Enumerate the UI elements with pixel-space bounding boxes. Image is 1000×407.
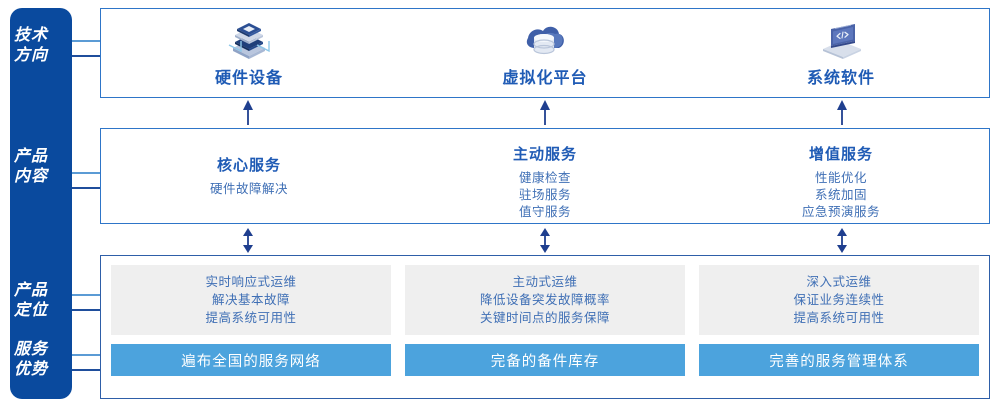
connector-tech-upper (72, 40, 102, 42)
tech-label-system-software: 系统软件 (806, 70, 875, 87)
sidebar-item-service-advantage[interactable]: 服务 优势 (0, 340, 62, 380)
content-item: 值守服务 (518, 205, 571, 219)
connector-position-lower (72, 309, 102, 311)
connector-advantage-upper (72, 354, 102, 356)
sidebar-item-product-position[interactable]: 产品 定位 (0, 281, 62, 321)
content-title-core-service: 核心服务 (216, 157, 281, 174)
section-product-content: 核心服务 硬件故障解决 主动服务 健康检查 驻场服务 值守服务 增值服务 性能优… (100, 128, 990, 224)
content-column-core-service[interactable]: 核心服务 硬件故障解决 (101, 129, 397, 223)
cloud-database-icon (515, 18, 575, 62)
sidebar-label-line2: 优势 (13, 361, 48, 378)
sidebar-item-tech-direction[interactable]: 技术 方向 (0, 26, 62, 66)
connector-position-upper (72, 294, 102, 296)
content-item: 应急预演服务 (801, 205, 880, 219)
arrow-up-icon-virtualization (538, 100, 552, 131)
advantage-bar-spare-parts[interactable]: 完备的备件库存 (405, 344, 685, 376)
sidebar-label-line1: 产品 (13, 282, 48, 299)
tech-label-hardware: 硬件设备 (214, 70, 283, 87)
sidebar-label-line2: 内容 (13, 168, 48, 185)
content-item: 健康检查 (518, 171, 571, 185)
position-card-line: 降低设备突发故障概率 (479, 293, 610, 307)
position-card-line: 关键时间点的服务保障 (479, 311, 610, 325)
sidebar-label-line2: 定位 (13, 302, 48, 319)
connector-advantage-lower (72, 369, 102, 371)
content-title-value-added-service: 增值服务 (808, 146, 873, 163)
sidebar-item-product-content[interactable]: 产品 内容 (0, 147, 62, 187)
sidebar (10, 8, 72, 399)
advantage-bar-service-network[interactable]: 遍布全国的服务网络 (111, 344, 391, 376)
sidebar-label-line1: 产品 (13, 148, 48, 165)
position-card-realtime[interactable]: 实时响应式运维 解决基本故障 提高系统可用性 (111, 265, 391, 335)
connector-tech-lower (72, 55, 102, 57)
tech-column-virtualization[interactable]: 虚拟化平台 (397, 9, 693, 97)
content-item: 硬件故障解决 (209, 182, 288, 196)
tech-column-system-software[interactable]: 系统软件 (693, 9, 989, 97)
arrow-up-icon-hardware (241, 100, 255, 131)
server-stack-icon (219, 18, 279, 62)
laptop-code-icon (811, 18, 871, 62)
position-card-line: 实时响应式运维 (205, 275, 297, 289)
arrow-up-down-icon-proactive (538, 228, 552, 258)
advantage-bar-row: 遍布全国的服务网络 完备的备件库存 完善的服务管理体系 (111, 344, 979, 376)
tech-column-hardware[interactable]: 硬件设备 (101, 9, 397, 97)
position-card-row: 实时响应式运维 解决基本故障 提高系统可用性 主动式运维 降低设备突发故障概率 … (111, 265, 979, 335)
arrow-up-down-icon-core (241, 228, 255, 258)
arrow-up-icon-system-software (835, 100, 849, 131)
position-card-indepth[interactable]: 深入式运维 保证业务连续性 提高系统可用性 (699, 265, 979, 335)
sidebar-label-line1: 服务 (13, 341, 48, 358)
position-card-proactive[interactable]: 主动式运维 降低设备突发故障概率 关键时间点的服务保障 (405, 265, 685, 335)
content-column-proactive-service[interactable]: 主动服务 健康检查 驻场服务 值守服务 (397, 129, 693, 223)
connector-content-upper (72, 172, 102, 174)
content-item: 驻场服务 (518, 188, 571, 202)
position-card-line: 深入式运维 (806, 275, 872, 289)
content-column-value-added-service[interactable]: 增值服务 性能优化 系统加固 应急预演服务 (693, 129, 989, 223)
position-card-line: 解决基本故障 (211, 293, 290, 307)
position-card-line: 主动式运维 (512, 275, 578, 289)
position-card-line: 保证业务连续性 (793, 293, 885, 307)
position-card-line: 提高系统可用性 (793, 311, 885, 325)
sidebar-label-line1: 技术 (13, 27, 48, 44)
tech-label-virtualization: 虚拟化平台 (502, 70, 588, 87)
content-item: 系统加固 (814, 188, 867, 202)
position-card-line: 提高系统可用性 (205, 311, 297, 325)
content-title-proactive-service: 主动服务 (512, 146, 577, 163)
sidebar-label-line2: 方向 (13, 47, 48, 64)
connector-content-lower (72, 187, 102, 189)
arrow-up-down-icon-value-added (835, 228, 849, 258)
section-tech-direction: 硬件设备 虚 (100, 8, 990, 98)
advantage-bar-management-system[interactable]: 完善的服务管理体系 (699, 344, 979, 376)
section-position-advantage: 实时响应式运维 解决基本故障 提高系统可用性 主动式运维 降低设备突发故障概率 … (100, 255, 990, 399)
content-item: 性能优化 (814, 171, 867, 185)
